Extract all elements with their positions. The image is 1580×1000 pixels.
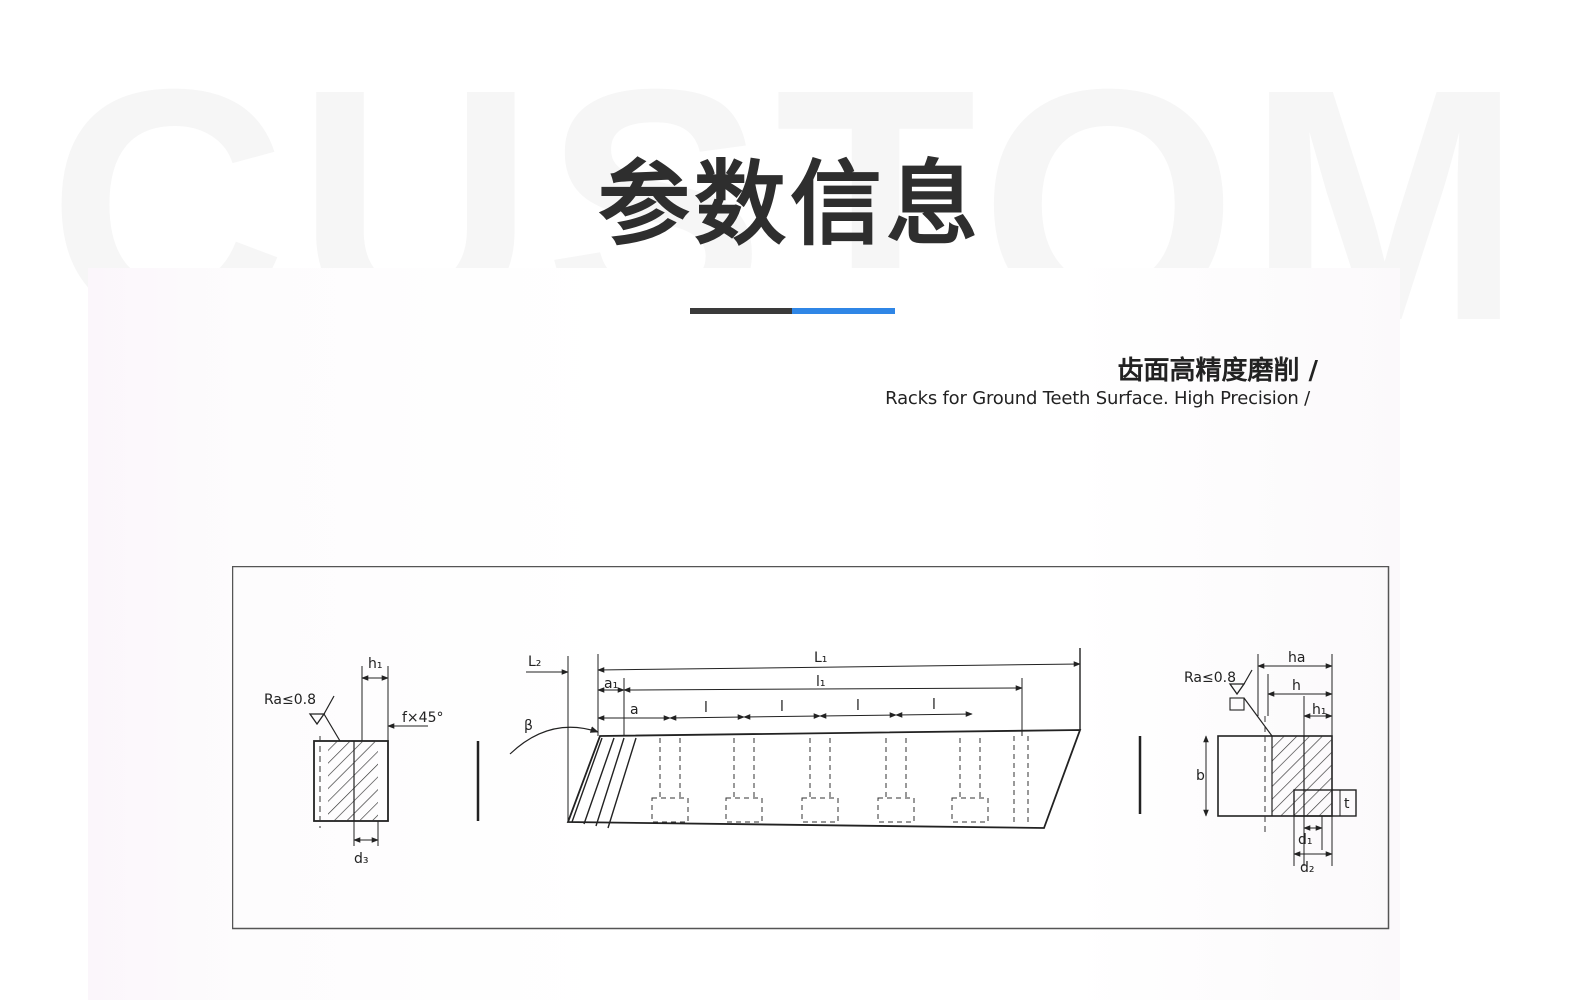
label-a: a xyxy=(630,702,639,718)
label-t: t xyxy=(1344,796,1350,812)
label-beta: β xyxy=(524,718,533,734)
drawing-heading-cn: 齿面高精度磨削 / xyxy=(1117,356,1318,386)
label-left-ra: Ra≤0.8 xyxy=(264,692,316,708)
drawing-heading-en: Racks for Ground Teeth Surface. High Pre… xyxy=(885,388,1310,409)
scan-panel xyxy=(88,268,1400,1000)
label-L1: L₁ xyxy=(814,650,827,666)
label-right-d1: d₁ xyxy=(1298,832,1313,848)
label-L2: L₂ xyxy=(528,654,541,670)
label-b: b xyxy=(1196,768,1205,784)
page-title: 参数信息 xyxy=(597,151,982,258)
rack-front-view: L₂ L₁ a₁ l₁ a l l l l β xyxy=(509,648,1142,829)
rack-drawing-svg: Ra≤0.8 h₁ f×45° d₃ xyxy=(232,566,1390,930)
right-section-view: Ra≤0.8 ha h h₁ b d₁ d₂ t xyxy=(1184,650,1357,876)
label-left-h1: h₁ xyxy=(368,656,383,672)
label-l-4: l xyxy=(932,697,936,713)
label-left-d3: d₃ xyxy=(354,851,369,867)
label-l-1: l xyxy=(704,700,708,716)
drawing-border xyxy=(232,566,1390,930)
label-left-f: f×45° xyxy=(402,710,443,726)
label-l1: l₁ xyxy=(816,674,826,690)
label-right-ra: Ra≤0.8 xyxy=(1184,670,1236,686)
label-a1: a₁ xyxy=(604,676,618,692)
label-h: h xyxy=(1292,678,1301,694)
title-divider-dark xyxy=(690,308,792,314)
label-l-2: l xyxy=(780,699,784,715)
label-ha: ha xyxy=(1288,650,1305,666)
label-l-3: l xyxy=(856,698,860,714)
left-section-view: Ra≤0.8 h₁ f×45° d₃ xyxy=(264,656,480,867)
technical-drawing: Ra≤0.8 h₁ f×45° d₃ xyxy=(232,566,1402,930)
label-right-d2: d₂ xyxy=(1300,860,1315,876)
label-right-h1: h₁ xyxy=(1312,702,1327,718)
title-divider-blue xyxy=(792,308,895,314)
